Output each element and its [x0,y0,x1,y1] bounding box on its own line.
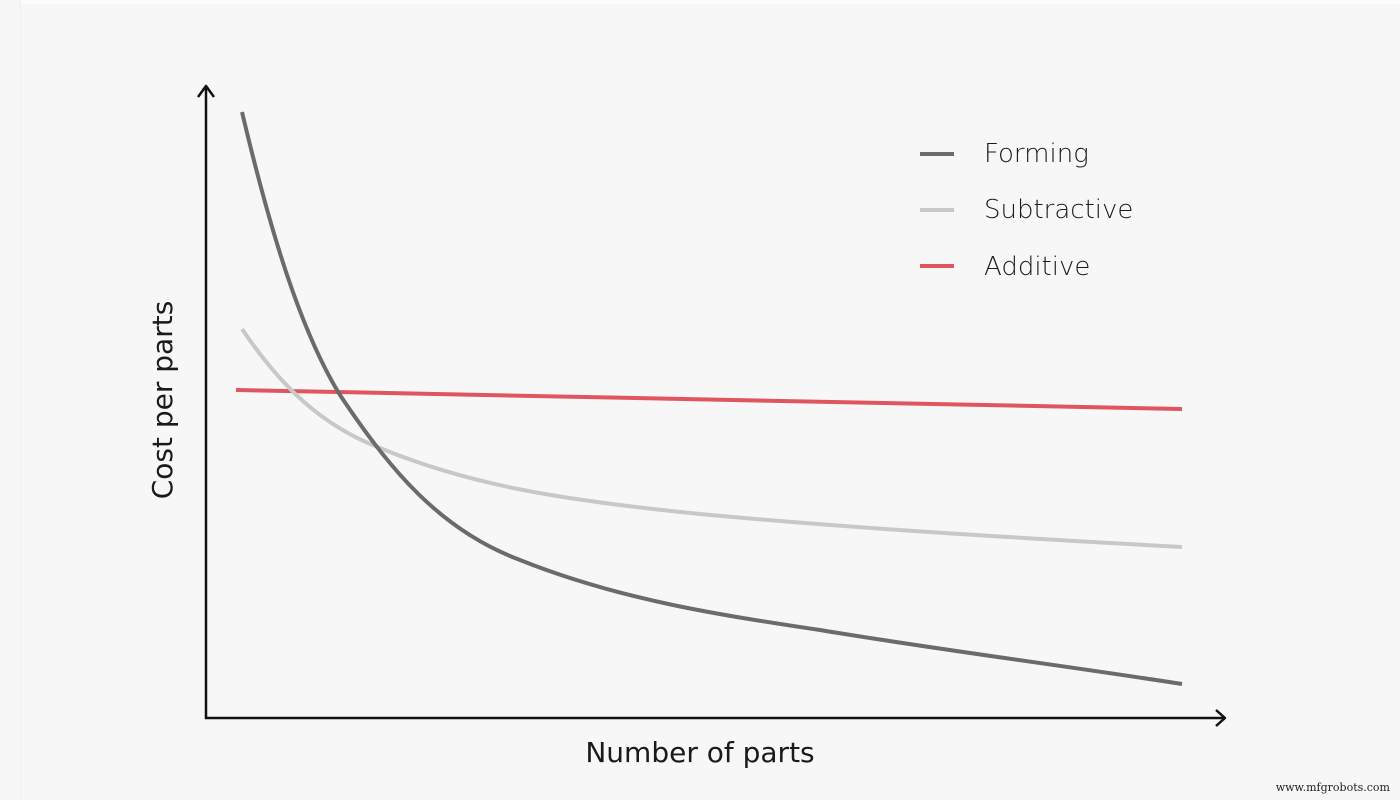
x-axis-arrow-icon [1215,709,1227,727]
watermark: www.mfgrobots.com [1275,781,1390,794]
legend-item-forming: Forming [920,139,1089,169]
series-forming-line [240,111,1183,686]
legend-item-additive: Additive [920,252,1090,282]
y-axis-arrow-icon [196,84,216,98]
legend-label-additive: Additive [984,252,1090,282]
legend-label-subtractive: Subtractive [984,195,1133,225]
y-axis-label: Cost per parts [146,301,179,500]
legend-label-forming: Forming [984,139,1089,169]
legend: Forming Subtractive Additive [920,139,1133,282]
series-subtractive-line [240,327,1183,549]
x-axis-label: Number of parts [585,736,814,769]
x-axis [205,709,1227,727]
legend-item-subtractive: Subtractive [920,195,1133,225]
left-edge [20,0,21,800]
y-axis [196,84,216,719]
series-additive-line [235,388,1183,411]
top-band [20,0,1400,4]
